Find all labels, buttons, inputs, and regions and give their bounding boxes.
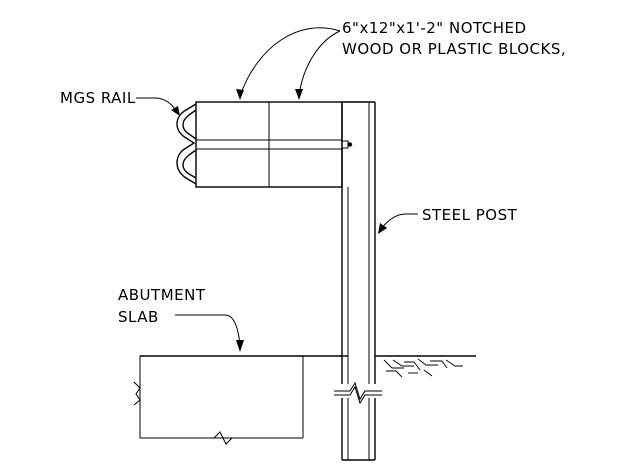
blocks-leaders xyxy=(236,27,341,100)
mgs-rail-profile xyxy=(176,103,197,185)
abutment-leader xyxy=(175,314,244,352)
slab-break-left xyxy=(133,381,141,406)
post-break-symbol xyxy=(334,381,382,405)
blocks-label-line2: WOOD OR PLASTIC BLOCKS, xyxy=(342,40,566,58)
abutment-label-line1: ABUTMENT xyxy=(118,286,206,304)
mgs-rail-leader xyxy=(136,97,180,116)
slab-break-bottom xyxy=(213,431,233,445)
post-bolt xyxy=(341,140,353,149)
soil-hatch xyxy=(383,358,463,378)
steel-post xyxy=(341,101,376,461)
steel-post-leader xyxy=(378,213,418,234)
blockout xyxy=(195,101,343,188)
abutment-label-line2: SLAB xyxy=(118,308,159,326)
blocks-label-line1: 6"x12"x1'-2" NOTCHED xyxy=(342,19,527,37)
mgs-rail-label: MGS RAIL xyxy=(60,89,136,107)
abutment-slab xyxy=(139,355,342,439)
steel-post-label: STEEL POST xyxy=(422,206,518,224)
